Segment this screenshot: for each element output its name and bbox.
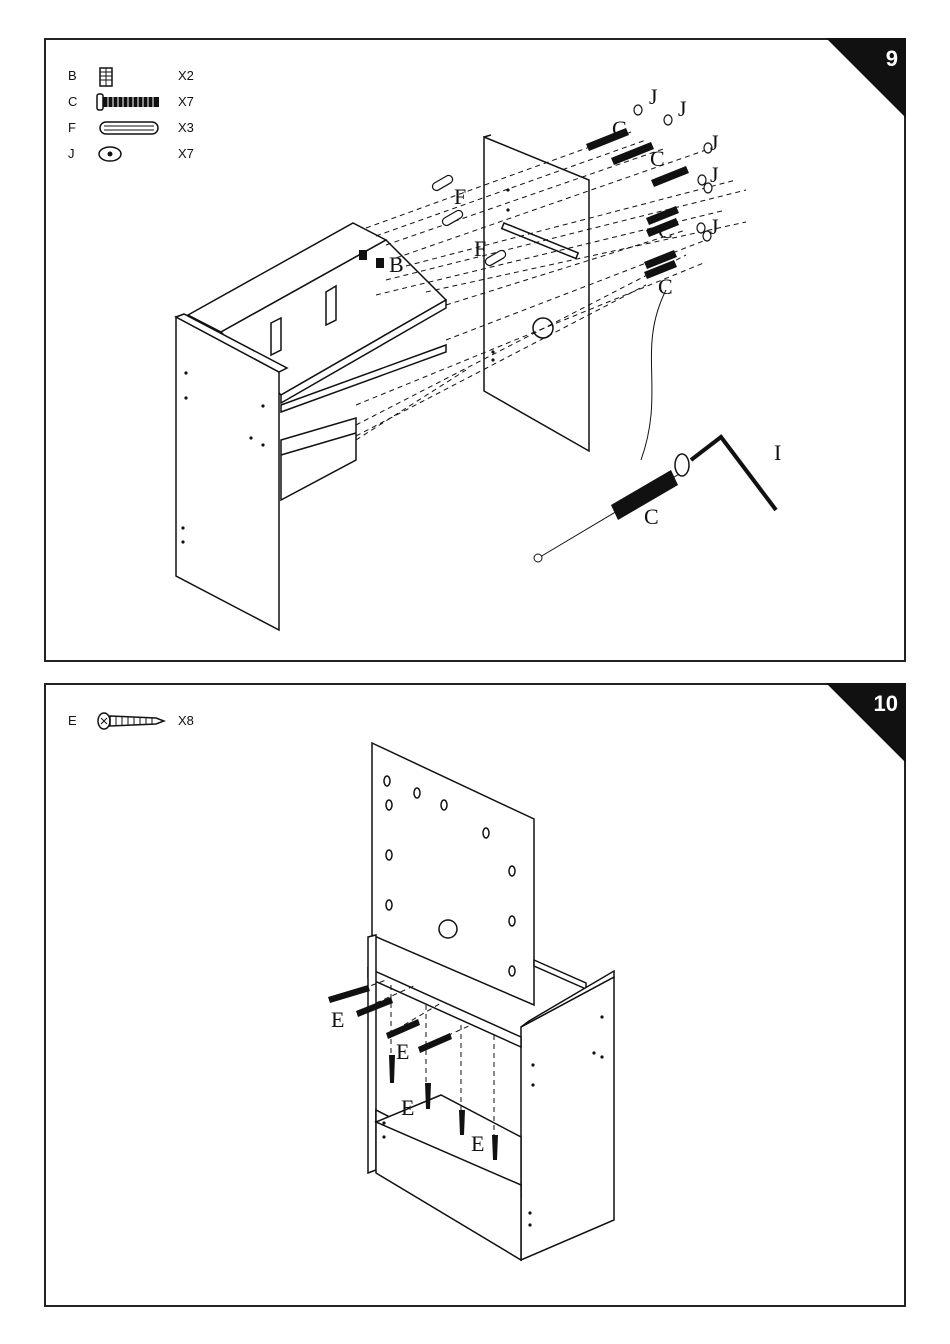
step-10-illustration: E E E E [46,685,904,1305]
step-9-panel: 9 B X2 C X7 [44,38,906,662]
cap-j [698,175,706,185]
zoomed-bolt-c [534,454,689,562]
callout-label: F [474,236,486,261]
screw-e [418,1033,452,1053]
screw-e [459,1110,465,1135]
drawer-front [281,418,356,500]
callout-label: F [454,184,466,209]
callout-label: C [612,116,627,141]
callout-label: I [774,440,781,465]
cap-j [664,115,672,125]
screw-e [425,1083,431,1109]
screw-e [389,1055,395,1083]
callout-label: J [678,96,687,121]
allen-key-i [691,437,776,510]
screw-e [328,985,370,1003]
step-10-panel: 10 E X8 [44,683,906,1307]
cam-lock-b [359,250,367,260]
callout-label: C [644,504,659,529]
cam-lock-b [376,258,384,268]
callout-label: C [658,274,673,299]
callout-label: B [389,252,404,277]
callout-label: E [401,1095,414,1120]
callout-label: J [710,130,719,155]
right-side-panel [484,137,589,451]
bolt-c [611,142,654,165]
step-9-illustration: C J J C J J C J C F F B I C [46,40,904,660]
callout-label: J [710,162,719,187]
cap-j [697,223,705,233]
callout-label: E [331,1007,344,1032]
callout-label: E [471,1131,484,1156]
callout-label: J [710,214,719,239]
cap-j [634,105,642,115]
callout-label: E [396,1039,409,1064]
callout-label: C [650,146,665,171]
screw-e [492,1135,498,1160]
left-upright [368,935,376,1173]
callout-label: C [658,218,673,243]
dowel-f [431,174,454,192]
callout-label: J [649,84,658,109]
